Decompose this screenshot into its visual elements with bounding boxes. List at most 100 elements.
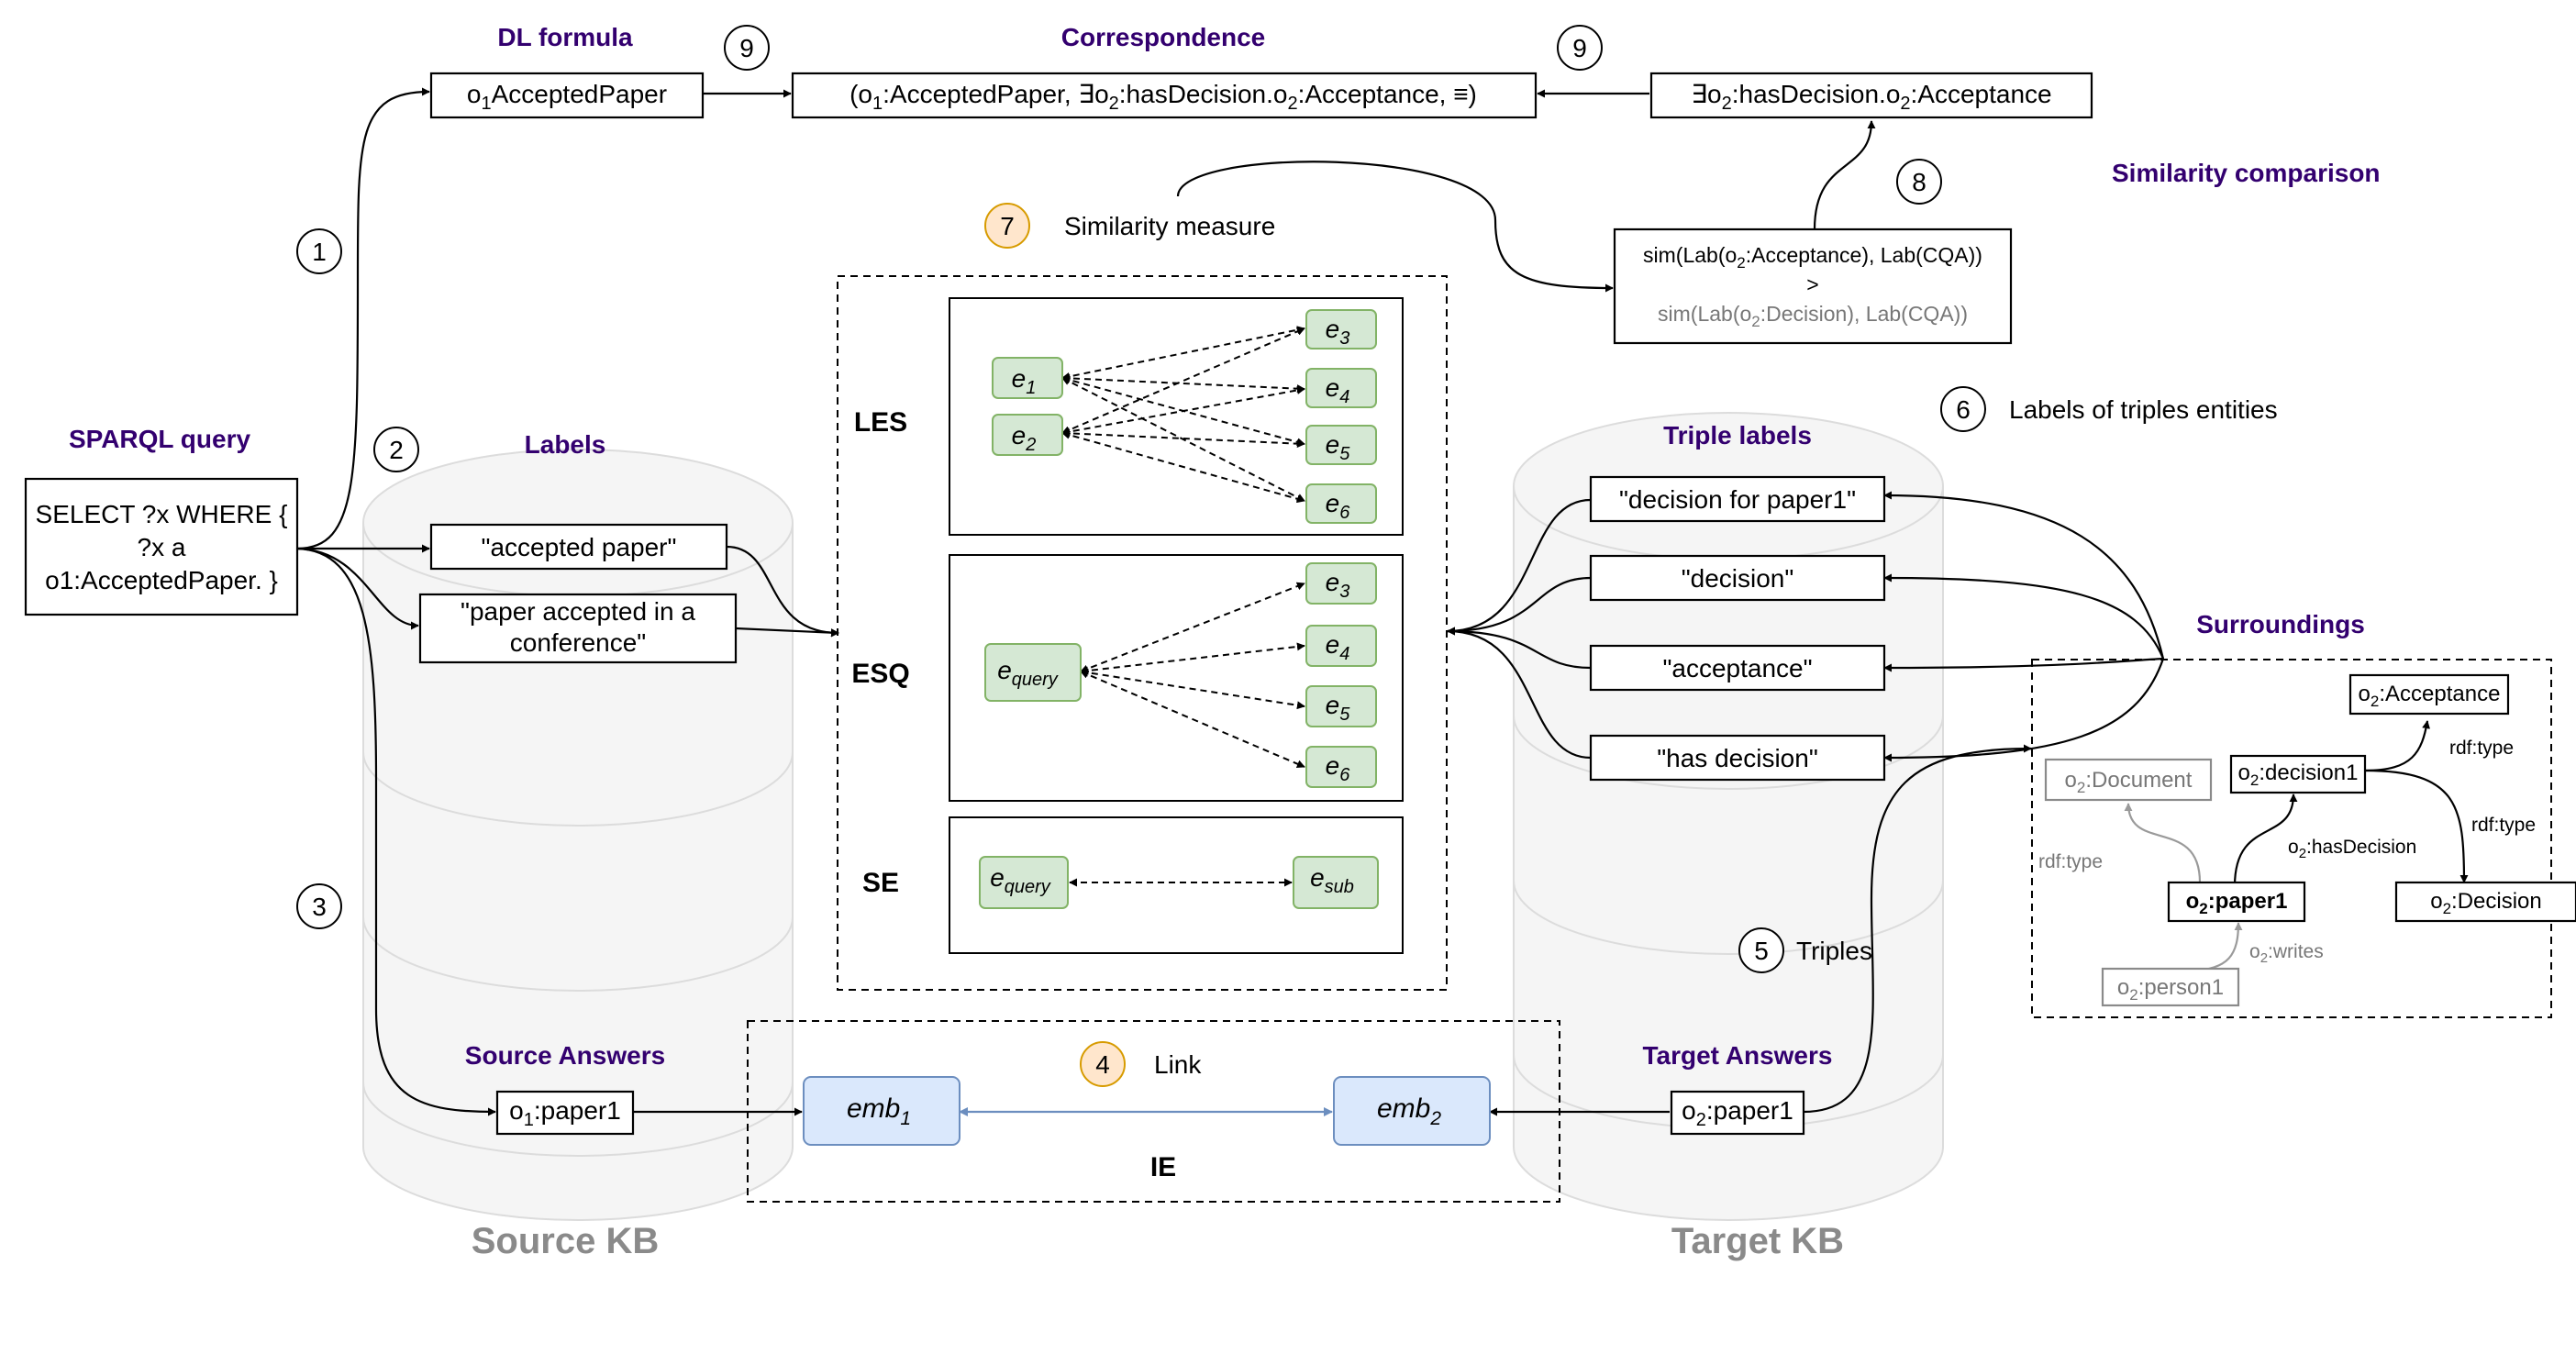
les-node-e5 bbox=[1305, 425, 1377, 465]
esq-node-e4 bbox=[1305, 625, 1377, 667]
triples-label: Triples bbox=[1796, 937, 1872, 965]
les-link-e2-e6 bbox=[1061, 430, 1305, 504]
step9a-circle bbox=[724, 25, 770, 71]
les-e4-label: e4 bbox=[1326, 373, 1350, 407]
target-label-3: "acceptance" bbox=[1662, 654, 1812, 682]
step6-circle bbox=[1940, 386, 1986, 432]
arrow-surr-to-tlabel1 bbox=[1883, 491, 2165, 660]
sparql-line-2: ?x a bbox=[138, 533, 186, 561]
heading-labels: Labels bbox=[525, 430, 606, 459]
step9b-number: 9 bbox=[1572, 34, 1587, 62]
source-kb-label: Source KB bbox=[472, 1221, 660, 1261]
esq-link-e6 bbox=[1080, 671, 1305, 768]
arrow-label2-to-methods bbox=[735, 627, 839, 638]
heading-similarity-comparison: Similarity comparison bbox=[2112, 159, 2381, 187]
esq-node-e6 bbox=[1305, 746, 1377, 788]
emb1-node bbox=[803, 1076, 960, 1146]
target-label-box-2 bbox=[1589, 554, 1886, 602]
node-decision1-label: o2:decision1 bbox=[2238, 760, 2359, 789]
edge-decision-class bbox=[2364, 769, 2469, 883]
les-label: LES bbox=[854, 407, 907, 438]
target-label-box-4 bbox=[1589, 734, 1886, 782]
target-label-box-3 bbox=[1589, 644, 1886, 692]
source-label-2-line1: "paper accepted in a bbox=[461, 597, 695, 626]
node-acceptance bbox=[2348, 673, 2510, 716]
arrow-label1-to-methods bbox=[726, 545, 839, 638]
step6-number: 6 bbox=[1956, 395, 1971, 424]
dl-formula-box bbox=[429, 72, 705, 119]
se-label: SE bbox=[862, 868, 899, 898]
target-answer-text: o2:paper1 bbox=[1682, 1096, 1793, 1130]
esq-e3-label: e3 bbox=[1326, 568, 1350, 602]
step1-circle bbox=[296, 228, 342, 274]
edge-label-rdf-type-acceptance: rdf:type bbox=[2449, 738, 2514, 759]
arrow-tlabel3-to-methods bbox=[1447, 627, 1592, 670]
correspondence-box bbox=[791, 72, 1538, 119]
emb1-label: emb1 bbox=[847, 1093, 911, 1129]
source-label-box-2 bbox=[418, 593, 738, 664]
heading-correspondence: Correspondence bbox=[1061, 23, 1266, 51]
source-label-2-line2: conference" bbox=[510, 628, 646, 657]
arrow-surr-to-tlabel3 bbox=[1883, 657, 2164, 672]
step9b-circle bbox=[1557, 25, 1603, 71]
les-e2-label: e2 bbox=[1012, 421, 1037, 455]
heading-source-answers: Source Answers bbox=[465, 1041, 665, 1070]
step4-number: 4 bbox=[1095, 1050, 1110, 1079]
heading-surroundings: Surroundings bbox=[2196, 610, 2365, 638]
arrow-tlabel4-to-methods bbox=[1447, 627, 1592, 760]
step7-number: 7 bbox=[1000, 212, 1015, 240]
edge-paper-decision bbox=[2233, 793, 2298, 887]
node-decision bbox=[2394, 881, 2576, 923]
arrow-surr-to-tlabel4 bbox=[1883, 658, 2165, 762]
edge-label-writes: o2:writes bbox=[2249, 941, 2324, 966]
edge-decision-acceptance bbox=[2364, 720, 2431, 772]
node-document bbox=[2044, 758, 2213, 802]
arrow-measure-to-sim bbox=[1176, 161, 1614, 293]
sim-line-3: sim(Lab(o2:Decision), Lab(CQA)) bbox=[1658, 302, 1968, 330]
emb2-node bbox=[1333, 1076, 1491, 1146]
node-person1-label: o2:person1 bbox=[2117, 975, 2224, 1004]
dl-formula-text: o1AcceptedPaper bbox=[467, 80, 667, 114]
labels-of-triples-label: Labels of triples entities bbox=[2009, 395, 2278, 424]
arrow-tlabel2-to-methods bbox=[1447, 576, 1592, 636]
arrow-tlabel1-to-methods bbox=[1447, 498, 1592, 636]
target-kb-label: Target KB bbox=[1671, 1221, 1844, 1261]
esq-query-label: equery bbox=[997, 656, 1059, 690]
node-paper1-label: o2:paper1 bbox=[2186, 889, 2288, 917]
edge-person-paper bbox=[2188, 922, 2243, 972]
source-label-1: "accepted paper" bbox=[482, 533, 677, 561]
les-node-e3 bbox=[1305, 309, 1377, 350]
step2-number: 2 bbox=[389, 436, 404, 464]
arrow-sparql-to-dl bbox=[296, 87, 430, 550]
step2-circle bbox=[373, 427, 419, 472]
les-e3-label: e3 bbox=[1326, 315, 1350, 349]
les-node-e6 bbox=[1305, 483, 1377, 524]
heading-triple-labels: Triple labels bbox=[1663, 421, 1812, 449]
step5-number: 5 bbox=[1754, 937, 1769, 965]
target-label-4: "has decision" bbox=[1657, 744, 1818, 772]
arrow-sim-to-target bbox=[1813, 120, 1876, 230]
esq-e4-label: e4 bbox=[1326, 630, 1350, 664]
node-decision-label: o2:Decision bbox=[2430, 889, 2542, 917]
esq-node-query bbox=[984, 643, 1082, 702]
les-node-e4 bbox=[1305, 368, 1377, 408]
esq-node-e3 bbox=[1305, 562, 1377, 605]
step3-number: 3 bbox=[312, 893, 327, 921]
emb2-label: emb2 bbox=[1377, 1093, 1441, 1129]
esq-node-e5 bbox=[1305, 685, 1377, 727]
source-answer-text: o1:paper1 bbox=[509, 1096, 621, 1130]
les-e5-label: e5 bbox=[1326, 430, 1351, 464]
arrow-sparql-to-answers bbox=[296, 547, 496, 1116]
sparql-line-3: o1:AcceptedPaper. } bbox=[45, 566, 278, 594]
target-answer-box bbox=[1670, 1090, 1805, 1136]
target-formula-text: ∃o2:hasDecision.o2:Acceptance bbox=[1691, 80, 2051, 114]
edge-label-has-decision: o2:hasDecision bbox=[2288, 837, 2416, 861]
node-document-label: o2:Document bbox=[2065, 768, 2193, 796]
target-label-2: "decision" bbox=[1682, 564, 1794, 593]
step4-circle bbox=[1080, 1041, 1126, 1087]
node-person1 bbox=[2101, 967, 2240, 1007]
step8-circle bbox=[1896, 159, 1942, 205]
ie-label: IE bbox=[1150, 1152, 1176, 1182]
target-label-box-1 bbox=[1589, 475, 1886, 523]
